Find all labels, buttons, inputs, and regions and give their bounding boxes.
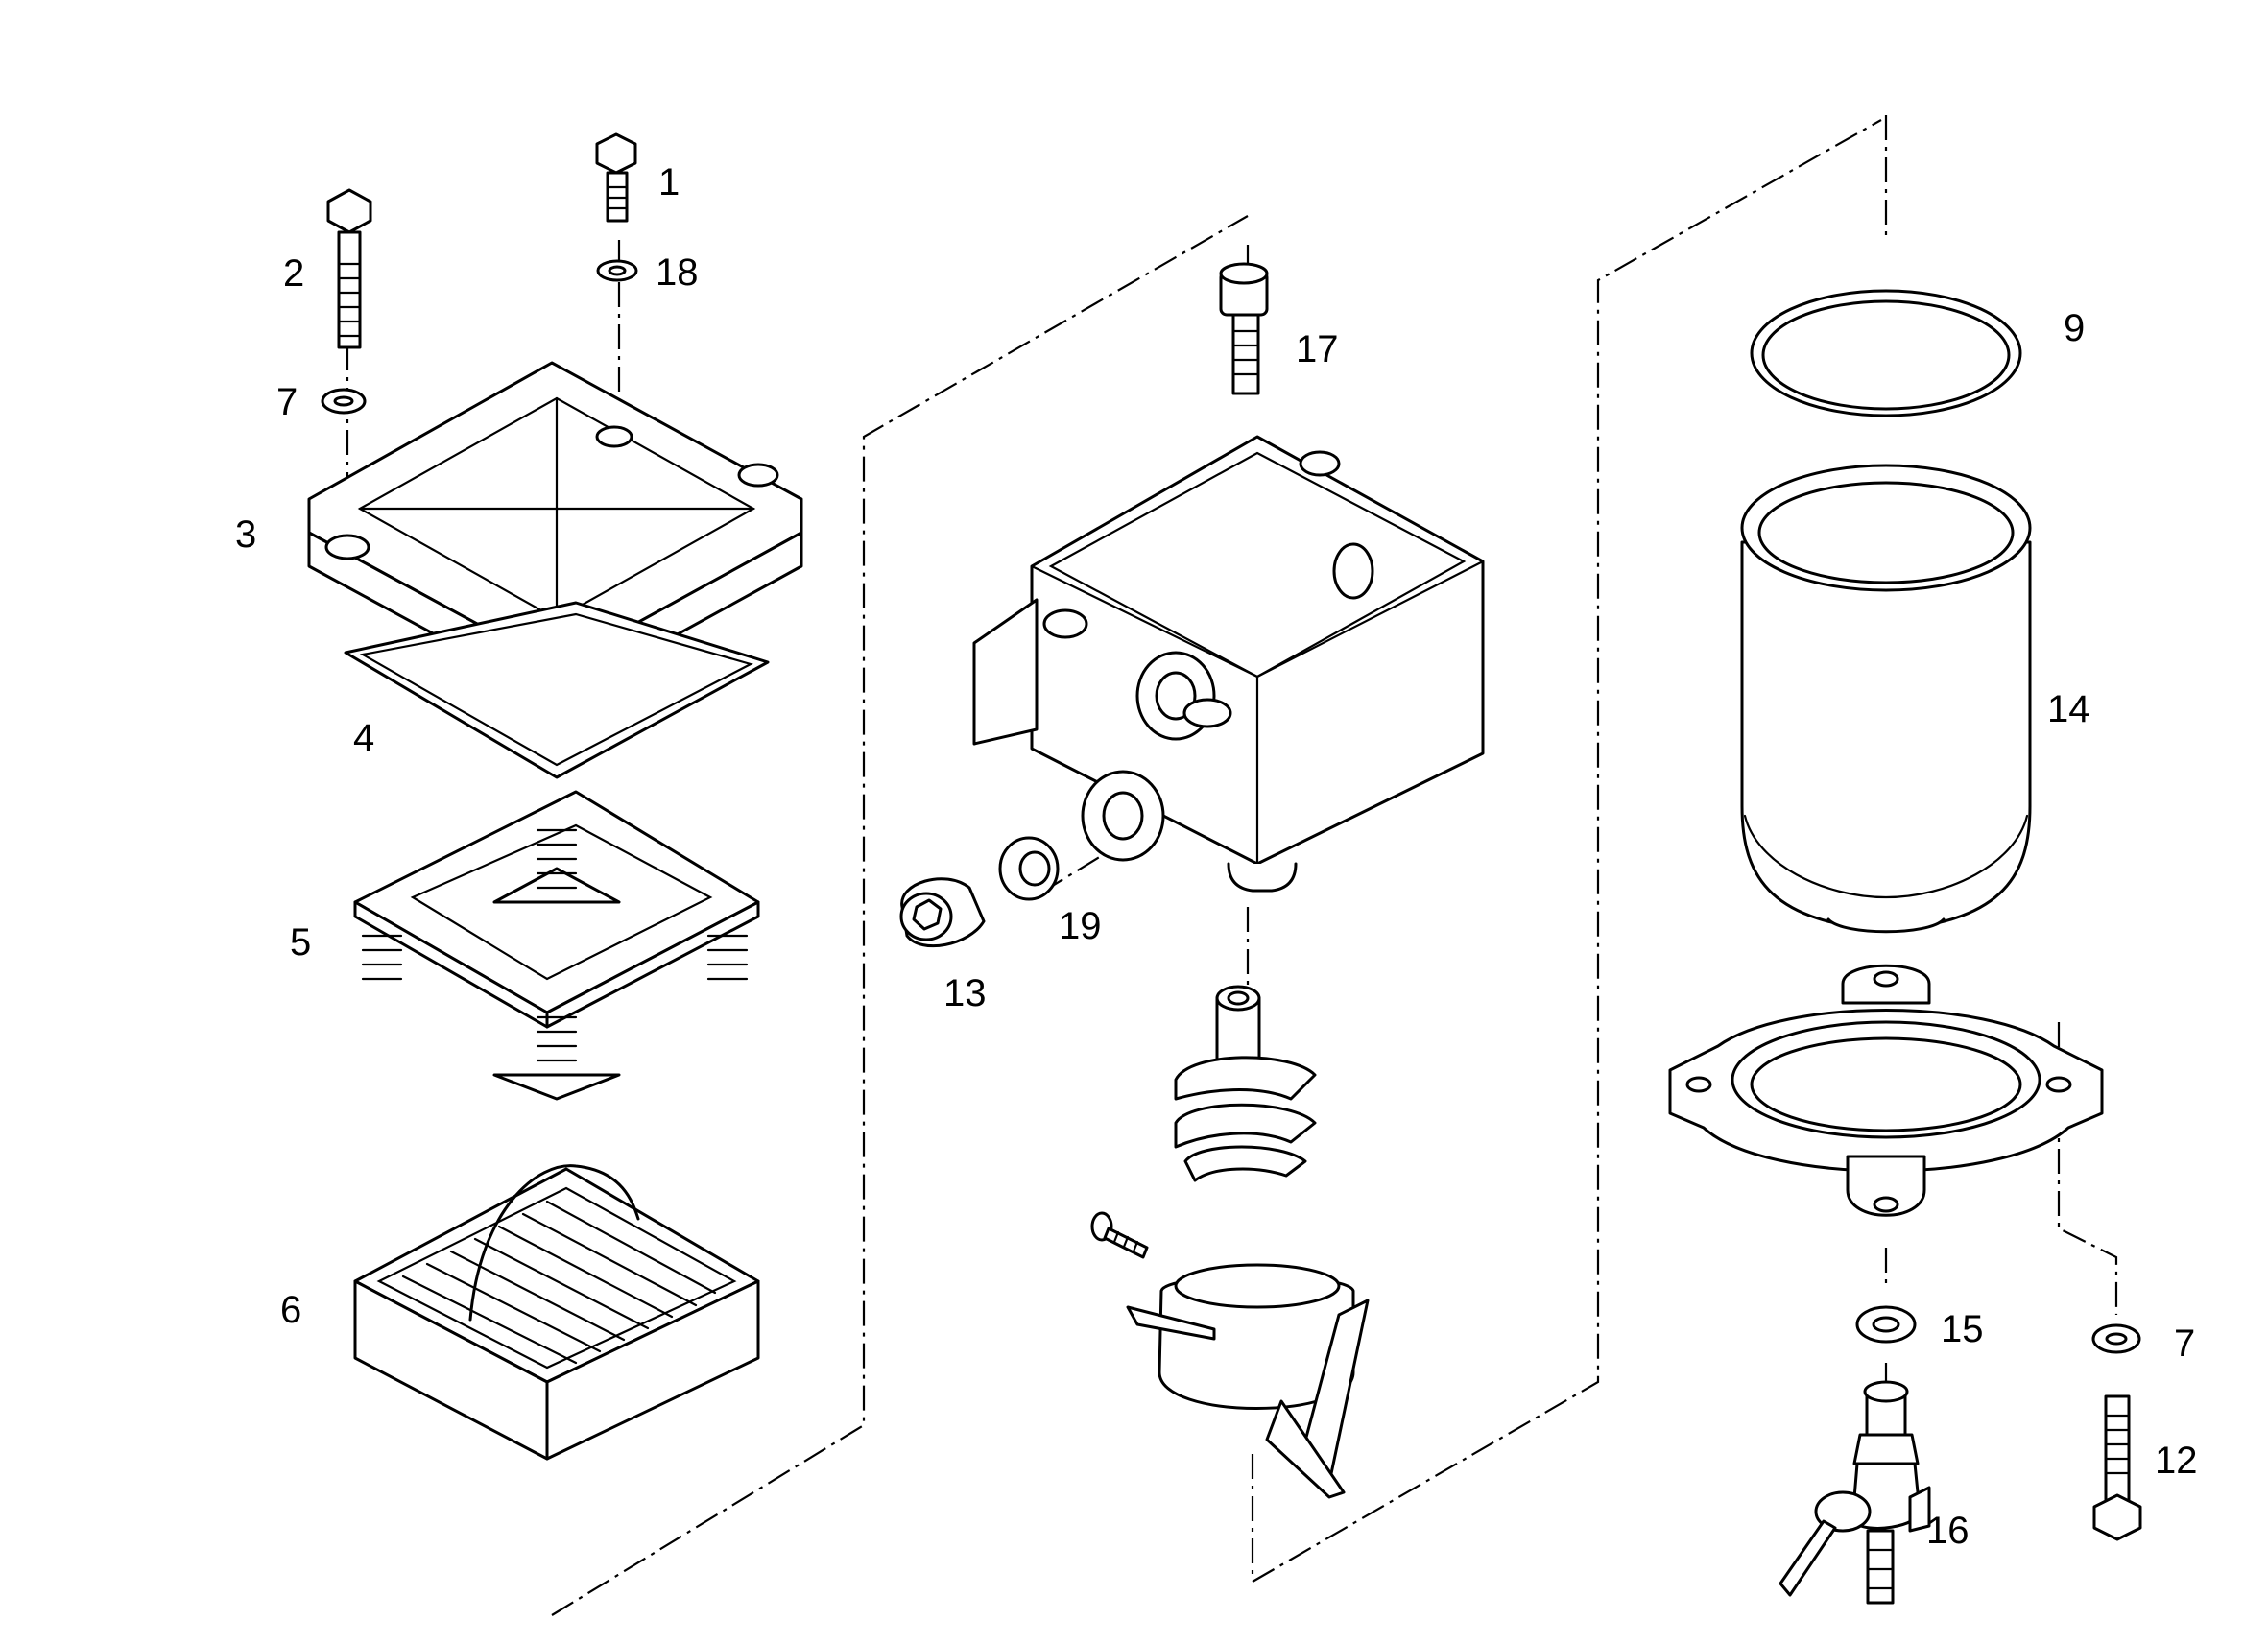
filter-element-part — [353, 1164, 760, 1461]
callout-12: 12 — [2155, 1440, 2198, 1482]
callout-13: 13 — [943, 972, 987, 1014]
retaining-clip-part — [1126, 1263, 1370, 1499]
filter-housing-part — [972, 435, 1485, 893]
callout-19: 19 — [1059, 905, 1102, 947]
bowl-base-ring-part — [1668, 964, 2104, 1217]
callout-4: 4 — [353, 717, 374, 759]
bolt-short-part — [595, 132, 637, 223]
washer-right-part — [2091, 1323, 2141, 1354]
washer-drain-part — [1855, 1305, 1917, 1344]
callout-7-right: 7 — [2174, 1322, 2195, 1365]
washer-left-part — [321, 388, 367, 415]
tapping-screw-part — [1090, 1211, 1149, 1259]
washer-part — [596, 259, 638, 282]
bolt-long-part — [326, 188, 372, 349]
sealing-ring-part — [998, 836, 1060, 901]
callout-14: 14 — [2047, 688, 2090, 730]
drain-cock-part — [1779, 1380, 1931, 1605]
callout-16: 16 — [1926, 1510, 1970, 1552]
gasket-part — [344, 601, 770, 779]
callout-labels: 1 2 3 4 5 6 7 7 9 12 13 14 15 16 17 18 1… — [235, 161, 2198, 1552]
drain-plug-part — [899, 877, 986, 948]
o-ring-part — [1750, 289, 2022, 417]
cap-screw-part — [1219, 262, 1269, 395]
callout-7-left: 7 — [276, 381, 298, 423]
callout-1: 1 — [658, 161, 680, 203]
callout-9: 9 — [2064, 307, 2085, 349]
bowl-part — [1740, 464, 2032, 934]
callout-17: 17 — [1296, 328, 1339, 370]
callout-15: 15 — [1941, 1308, 1984, 1350]
callout-2: 2 — [283, 252, 304, 295]
callout-5: 5 — [290, 921, 311, 964]
screw-insert-part — [1174, 985, 1317, 1182]
bolt-bowl-part — [2092, 1394, 2142, 1541]
callout-3: 3 — [235, 513, 256, 556]
callout-6: 6 — [280, 1289, 301, 1331]
callout-18: 18 — [656, 251, 699, 294]
spring-frame-part — [353, 790, 760, 1101]
